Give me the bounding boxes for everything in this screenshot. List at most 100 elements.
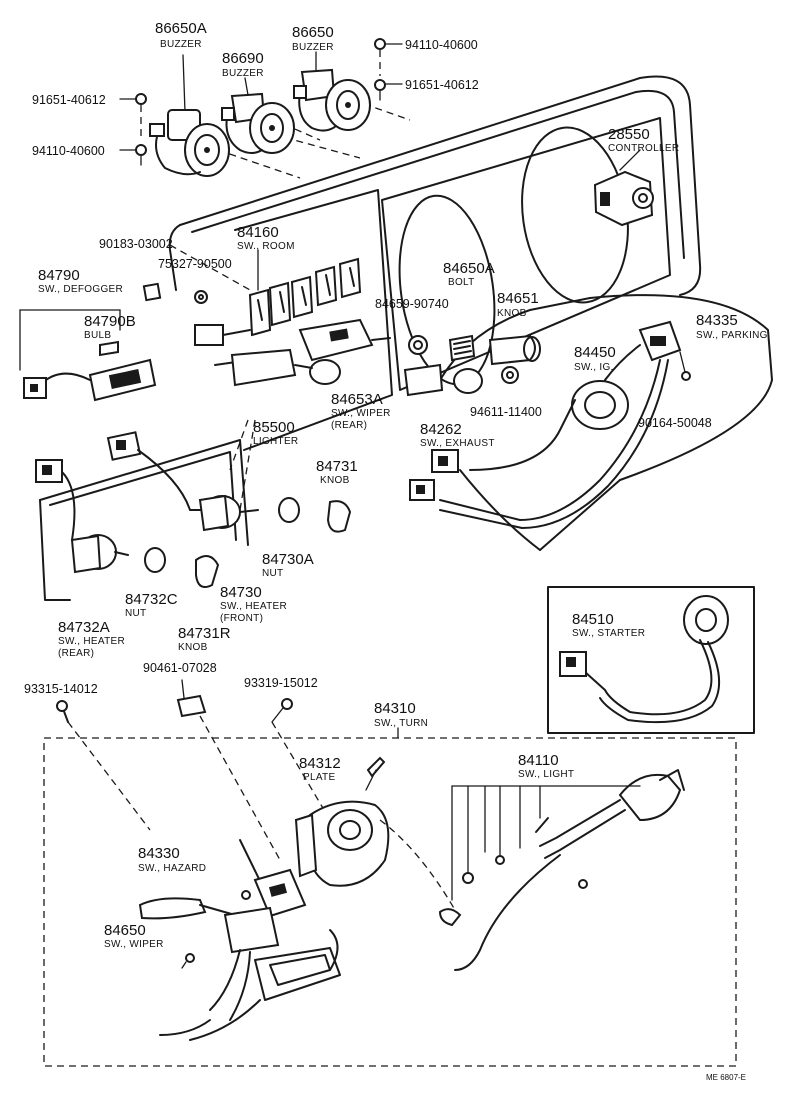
label-84450: 84450 SW., IG. bbox=[574, 344, 616, 373]
svg-text:BUZZER: BUZZER bbox=[160, 39, 202, 50]
label-84731R: 84731R KNOB bbox=[178, 625, 231, 653]
label-84732A: 84732A SW., HEATER (REAR) bbox=[58, 619, 125, 659]
svg-text:86650: 86650 bbox=[292, 24, 334, 41]
svg-text:84262: 84262 bbox=[420, 421, 462, 438]
svg-text:86690: 86690 bbox=[222, 50, 264, 67]
buzzer-86690 bbox=[221, 77, 295, 154]
svg-text:SW., EXHAUST: SW., EXHAUST bbox=[420, 438, 495, 449]
svg-text:NUT: NUT bbox=[125, 608, 146, 619]
svg-text:84335: 84335 bbox=[696, 312, 738, 329]
label-84653A: 84653A SW., WIPER (REAR) bbox=[331, 391, 391, 431]
light-switch-84110 bbox=[438, 769, 685, 971]
wiper-switch-84650 bbox=[138, 897, 280, 1021]
label-93315: 93315-14012 bbox=[24, 682, 98, 696]
label-90164: 90164-50048 bbox=[638, 416, 712, 430]
label-84659: 84659-90740 bbox=[375, 297, 449, 311]
label-84732C: 84732C NUT bbox=[125, 591, 178, 619]
svg-text:84110: 84110 bbox=[518, 752, 559, 769]
label-84262: 84262 SW., EXHAUST bbox=[420, 421, 495, 449]
label-84160: 84160 SW., ROOM bbox=[237, 224, 295, 252]
svg-text:84732A: 84732A bbox=[58, 619, 110, 636]
figure-code: ME 6807-E bbox=[706, 1073, 746, 1082]
svg-text:KNOB: KNOB bbox=[497, 308, 527, 319]
svg-text:SW., STARTER: SW., STARTER bbox=[572, 628, 645, 639]
svg-text:PLATE: PLATE bbox=[303, 772, 335, 783]
label-84335: 84335 SW., PARKING bbox=[696, 312, 768, 341]
svg-text:BUZZER: BUZZER bbox=[222, 68, 264, 79]
svg-text:SW., DEFOGGER: SW., DEFOGGER bbox=[38, 284, 123, 295]
svg-text:28550: 28550 bbox=[608, 126, 650, 143]
svg-text:(FRONT): (FRONT) bbox=[220, 613, 263, 624]
label-91651-left: 91651-40612 bbox=[32, 93, 106, 107]
svg-text:LIGHTER: LIGHTER bbox=[253, 436, 298, 447]
fasteners-mid bbox=[56, 679, 331, 861]
svg-text:(REAR): (REAR) bbox=[331, 420, 367, 431]
svg-text:SW., WIPER: SW., WIPER bbox=[331, 408, 391, 419]
label-93319: 93319-15012 bbox=[244, 676, 318, 690]
label-84510: 84510 SW., STARTER bbox=[572, 611, 645, 639]
label-84730A: 84730A NUT bbox=[262, 551, 314, 579]
label-84330: 84330 SW., HAZARD bbox=[138, 845, 206, 874]
wiper-switch-rear-84653A bbox=[298, 318, 391, 362]
svg-text:84790: 84790 bbox=[38, 267, 80, 284]
svg-text:SW., HEATER: SW., HEATER bbox=[220, 601, 287, 612]
svg-text:84790B: 84790B bbox=[84, 313, 136, 330]
hazard-switch-84330 bbox=[239, 839, 307, 918]
ignition-switch-84450 bbox=[409, 344, 669, 529]
fasteners-buzzers bbox=[119, 38, 403, 166]
svg-text:84732C: 84732C bbox=[125, 591, 178, 608]
svg-text:84330: 84330 bbox=[138, 845, 180, 862]
label-84650: 84650 SW., WIPER bbox=[104, 922, 163, 950]
label-85500: 85500 LIGHTER bbox=[253, 419, 298, 447]
svg-text:BUZZER: BUZZER bbox=[292, 42, 334, 53]
label-84790B: 84790B BULB bbox=[84, 313, 136, 341]
label-86690: 86690 BUZZER bbox=[222, 50, 264, 79]
svg-text:SW., HEATER: SW., HEATER bbox=[58, 636, 125, 647]
label-94110-top: 94110-40600 bbox=[405, 38, 478, 52]
parking-switch-84335 bbox=[638, 320, 691, 381]
svg-text:84510: 84510 bbox=[572, 611, 614, 628]
svg-text:84730A: 84730A bbox=[262, 551, 314, 568]
starter-switch-box bbox=[547, 586, 755, 734]
svg-text:KNOB: KNOB bbox=[178, 642, 208, 653]
label-94110-left: 94110-40600 bbox=[32, 144, 105, 158]
switch-cluster bbox=[142, 244, 362, 337]
svg-text:SW., ROOM: SW., ROOM bbox=[237, 241, 295, 252]
label-28550: 28550 CONTROLLER bbox=[608, 126, 679, 154]
label-75327: 75327-90500 bbox=[158, 257, 232, 271]
svg-text:85500: 85500 bbox=[253, 419, 295, 436]
svg-text:SW., PARKING: SW., PARKING bbox=[696, 330, 768, 341]
label-84312: 84312 PLATE bbox=[299, 755, 341, 783]
svg-text:SW., TURN: SW., TURN bbox=[374, 718, 428, 729]
svg-text:SW., LIGHT: SW., LIGHT bbox=[518, 769, 574, 780]
bolt-knob-group bbox=[403, 334, 541, 397]
svg-text:KNOB: KNOB bbox=[320, 475, 350, 486]
harness-bottom bbox=[159, 819, 456, 1041]
svg-text:(REAR): (REAR) bbox=[58, 648, 94, 659]
svg-text:84650A: 84650A bbox=[443, 260, 495, 277]
svg-text:84450: 84450 bbox=[574, 344, 616, 361]
label-86650A: 86650A BUZZER bbox=[155, 20, 207, 50]
label-90461: 90461-07028 bbox=[143, 661, 217, 675]
svg-text:84731: 84731 bbox=[316, 458, 358, 475]
controller-28550 bbox=[593, 149, 654, 227]
buzzer-86650 bbox=[293, 51, 371, 132]
svg-text:84310: 84310 bbox=[374, 700, 416, 717]
label-90183: 90183-03002 bbox=[99, 237, 173, 251]
buzzer-86650A bbox=[149, 54, 230, 177]
label-84730: 84730 SW., HEATER (FRONT) bbox=[220, 584, 287, 624]
label-84731: 84731 KNOB bbox=[316, 458, 358, 486]
svg-text:84160: 84160 bbox=[237, 224, 279, 241]
label-86650: 86650 BUZZER bbox=[292, 24, 334, 53]
svg-text:CONTROLLER: CONTROLLER bbox=[608, 143, 679, 154]
svg-text:BOLT: BOLT bbox=[448, 277, 475, 288]
heater-switches bbox=[35, 419, 352, 588]
label-94611: 94611-11400 bbox=[470, 405, 542, 419]
svg-text:BULB: BULB bbox=[84, 330, 111, 341]
svg-text:84653A: 84653A bbox=[331, 391, 383, 408]
label-84651: 84651 KNOB bbox=[497, 290, 539, 319]
turn-switch-box bbox=[43, 727, 737, 1067]
svg-text:84651: 84651 bbox=[497, 290, 539, 307]
svg-text:84650: 84650 bbox=[104, 922, 146, 939]
turn-switch-plate-84312 bbox=[294, 756, 390, 887]
